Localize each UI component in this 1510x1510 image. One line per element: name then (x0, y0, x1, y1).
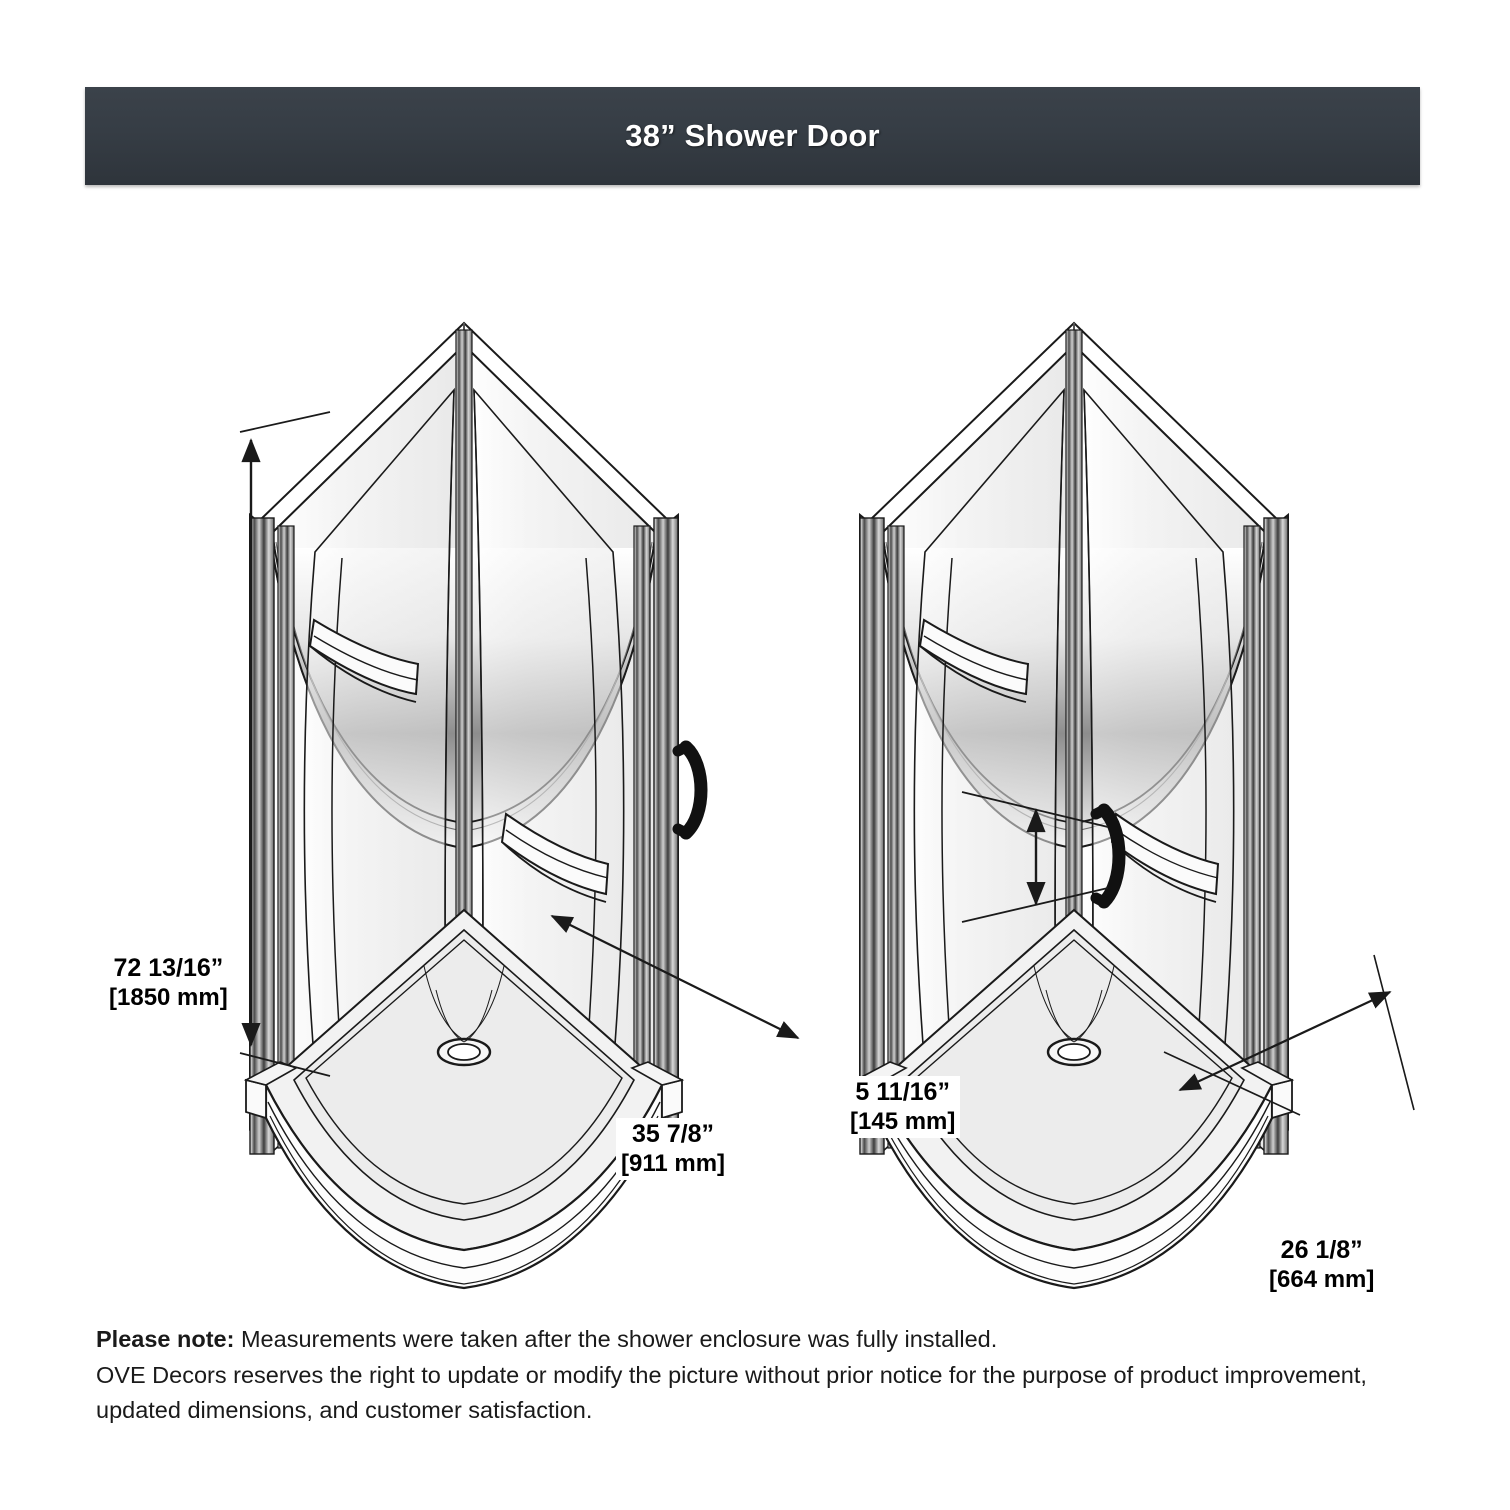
door-handle-right (1090, 803, 1126, 909)
page-title: 38” Shower Door (625, 118, 880, 153)
dimension-value-metric: [664 mm] (1269, 1265, 1375, 1293)
enclosure-view-right (854, 321, 1294, 1290)
technical-drawing: 72 13/16” [1850 mm] 35 7/8” [911 mm] 5 1… (0, 210, 1510, 1300)
dimension-label-overall-width: 35 7/8” [911 mm] (616, 1118, 731, 1180)
dimension-value-imperial: 35 7/8” (632, 1120, 715, 1148)
dimension-value-metric: [145 mm] (850, 1107, 956, 1135)
dimension-value-metric: [911 mm] (621, 1149, 726, 1177)
dimension-label-door-opening-depth: 26 1/8” [664 mm] (1264, 1234, 1380, 1296)
dimension-value-imperial: 72 13/16” (113, 954, 224, 982)
dimension-handle-length (961, 791, 1109, 923)
dimension-label-overall-height: 72 13/16” [1850 mm] (104, 952, 233, 1014)
door-handle-left (672, 740, 708, 840)
header-banner: 38” Shower Door (85, 87, 1420, 185)
footer-note-line2: OVE Decors reserves the right to update … (96, 1361, 1367, 1424)
footer-note-line1: Measurements were taken after the shower… (234, 1326, 998, 1352)
dimension-label-handle-length: 5 11/16” [145 mm] (845, 1076, 961, 1138)
enclosure-view-left (244, 321, 708, 1290)
dimension-value-imperial: 5 11/16” (855, 1078, 950, 1106)
footer-note: Please note: Measurements were taken aft… (96, 1322, 1406, 1429)
dimension-value-imperial: 26 1/8” (1280, 1236, 1363, 1264)
dimension-value-metric: [1850 mm] (109, 983, 228, 1011)
dimension-overall-width (550, 915, 800, 1039)
dimension-overall-height (239, 411, 331, 1077)
dimension-door-opening-depth (1163, 954, 1415, 1116)
footer-note-label: Please note: (96, 1326, 235, 1352)
enclosure-drawing-svg (239, 321, 1415, 1290)
